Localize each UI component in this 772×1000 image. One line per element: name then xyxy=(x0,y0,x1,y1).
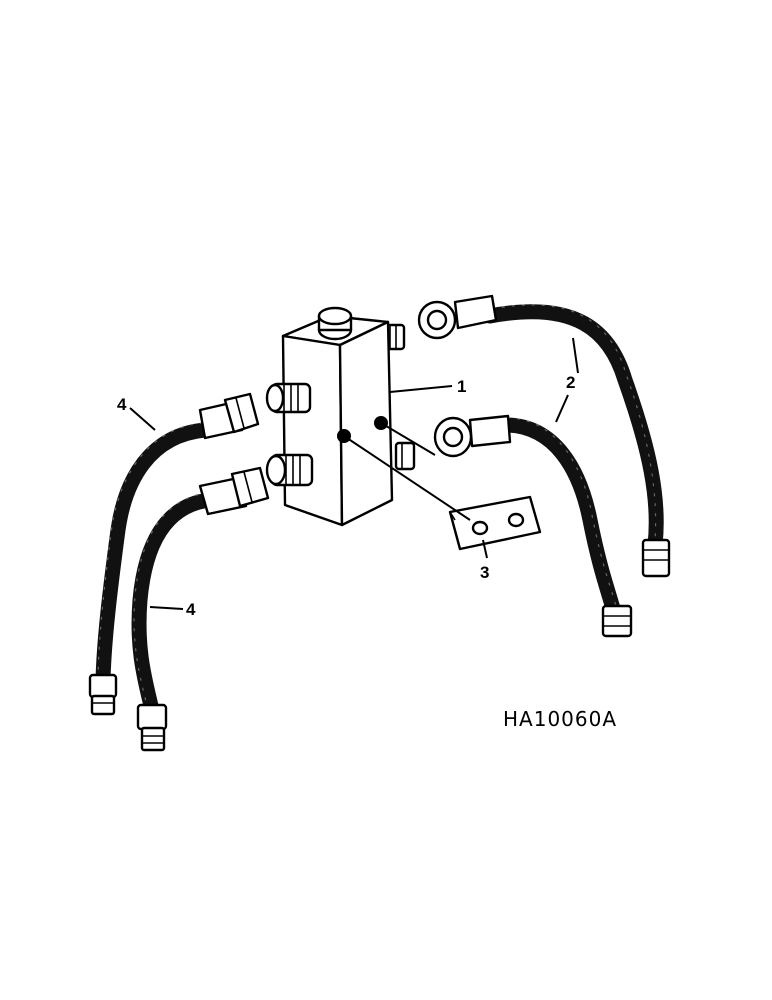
hose-left-front xyxy=(131,466,270,752)
valve-block xyxy=(265,306,416,527)
callout-4-label-lower: 4 xyxy=(186,600,196,619)
hose-right-back xyxy=(417,294,671,578)
hose-left-back xyxy=(88,392,260,716)
figure-id: HA10060A xyxy=(503,707,617,731)
hose-right-front xyxy=(433,414,633,638)
callout-2-label: 2 xyxy=(566,373,575,392)
mounting-bracket xyxy=(343,422,542,551)
callout-4-label-upper: 4 xyxy=(117,395,127,414)
callout-1-label: 1 xyxy=(457,377,466,396)
callout-3-label: 3 xyxy=(480,563,489,582)
callout-leaders xyxy=(129,337,579,610)
